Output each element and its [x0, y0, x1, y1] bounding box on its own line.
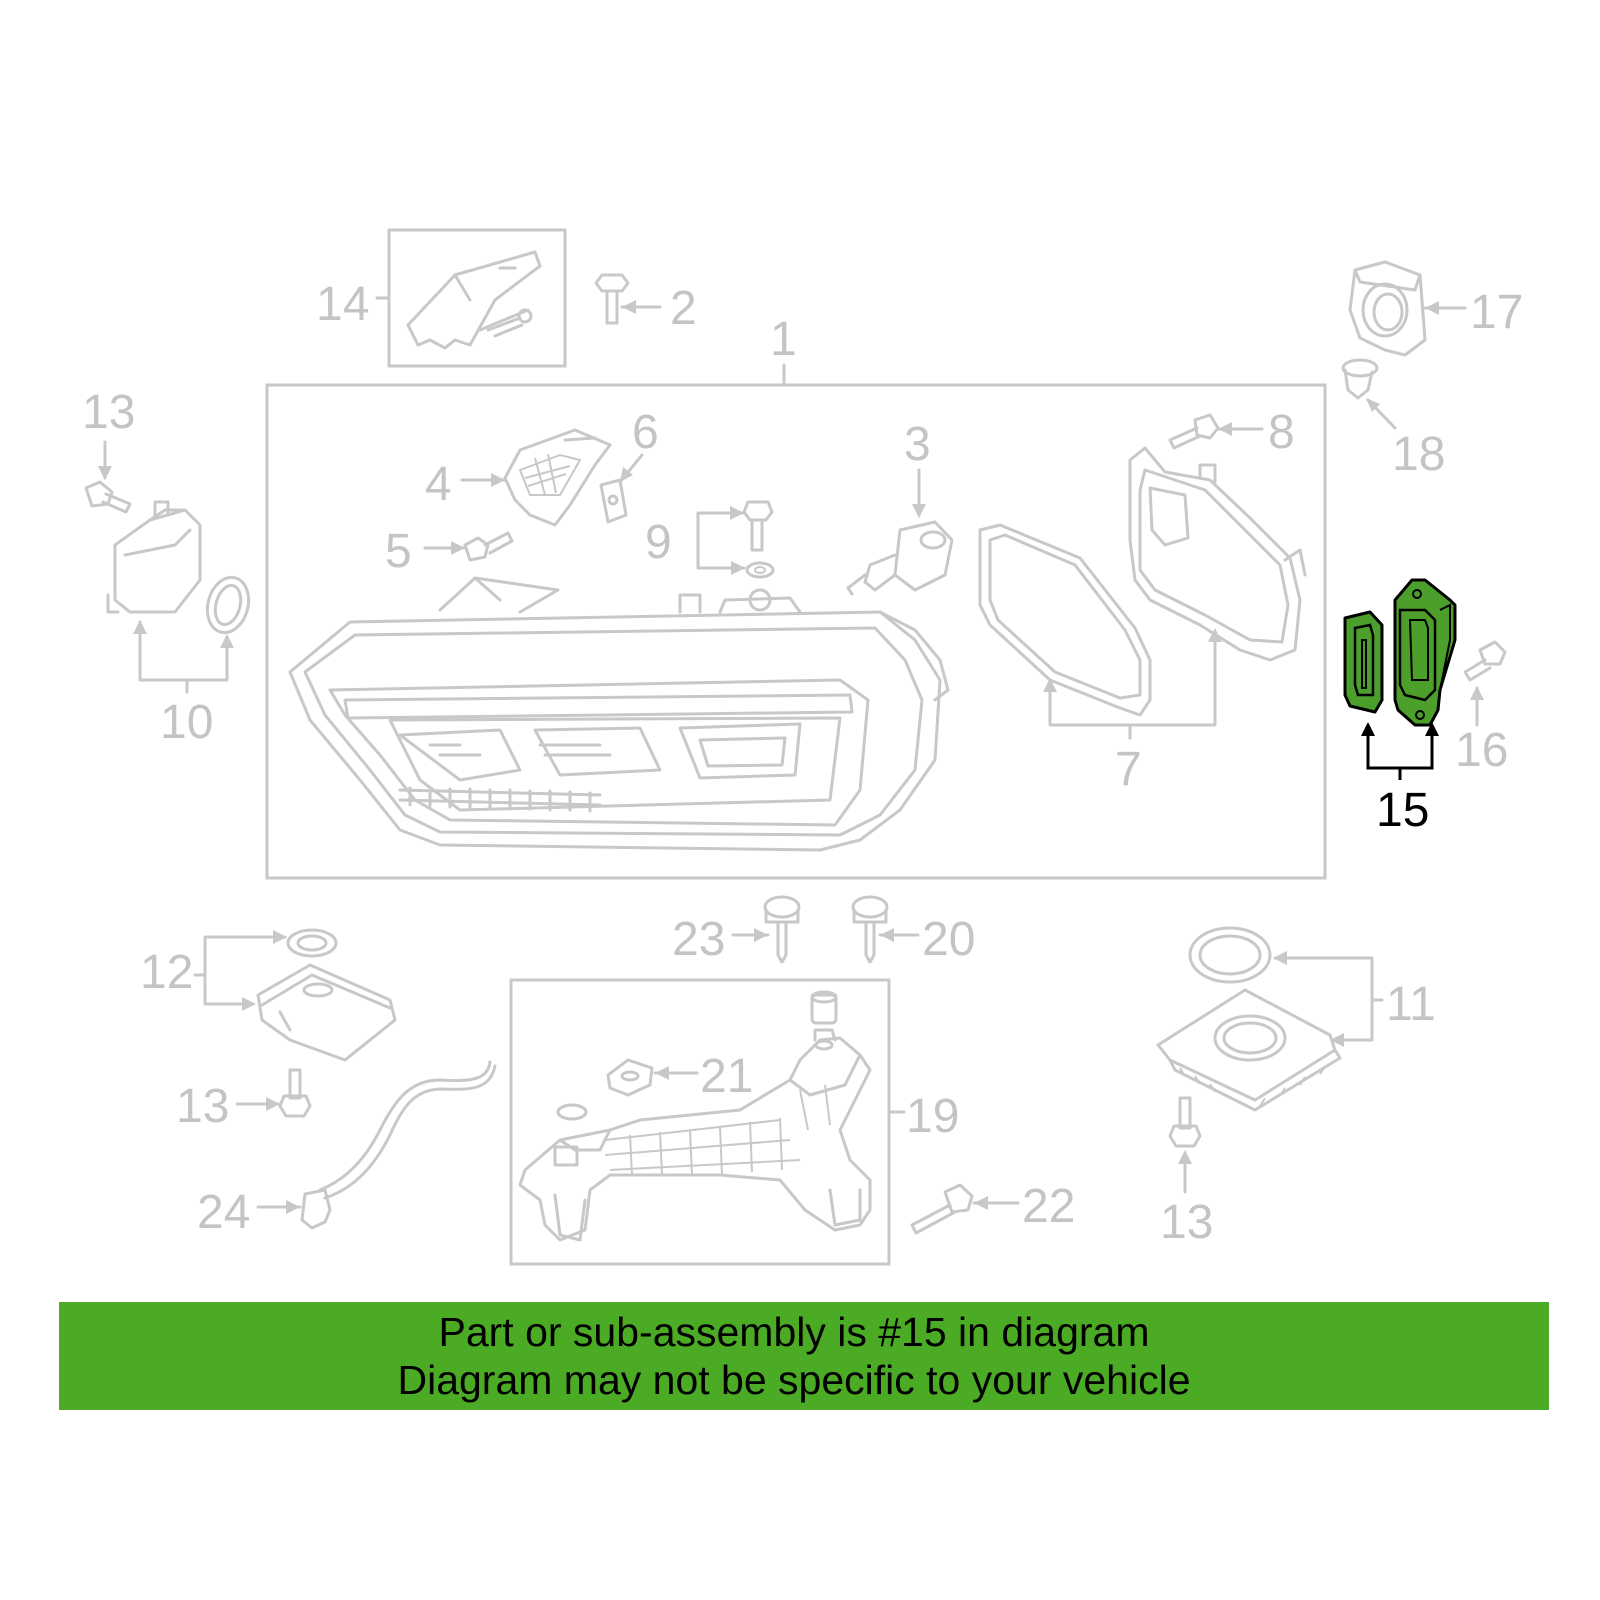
callout-13-top-left: 13 — [82, 386, 135, 439]
part-3-socket — [846, 468, 954, 596]
callout-24: 24 — [197, 1186, 250, 1239]
callout-20: 20 — [922, 913, 975, 966]
part-14-bracket-group — [375, 228, 567, 368]
callout-17: 17 — [1470, 286, 1523, 339]
part-22-screw — [910, 1183, 1020, 1235]
part-5-screw — [423, 531, 514, 562]
callout-2: 2 — [670, 282, 697, 335]
part-19-box — [509, 978, 891, 1266]
callout-9: 9 — [645, 516, 672, 569]
callout-12: 12 — [140, 946, 193, 999]
part-13-screw-top-left — [84, 440, 132, 514]
callout-15: 15 — [1376, 784, 1429, 837]
part-4-bracket — [460, 428, 612, 527]
callout-8: 8 — [1268, 406, 1295, 459]
part-19-bracket — [518, 990, 906, 1242]
callout-3: 3 — [904, 418, 931, 471]
part-18-plug — [1341, 358, 1397, 430]
callout-13-lower-right: 13 — [1160, 1196, 1213, 1249]
part-16-screw — [1463, 640, 1507, 727]
part-7-gaskets — [978, 446, 1307, 740]
callout-10: 10 — [160, 696, 213, 749]
callout-5: 5 — [385, 525, 412, 578]
callout-11: 11 — [1386, 978, 1436, 1031]
callout-6: 6 — [632, 406, 659, 459]
banner-line-1: Part or sub-assembly is #15 in diagram — [438, 1309, 1150, 1355]
callout-13-lower-left: 13 — [176, 1080, 229, 1133]
part-21-nut — [606, 1058, 699, 1097]
callout-23: 23 — [672, 913, 725, 966]
callout-7: 7 — [1115, 743, 1142, 796]
part-15-highlighted — [1343, 578, 1457, 780]
part-8-screw — [1168, 413, 1264, 450]
info-banner: Part or sub-assembly is #15 in diagram D… — [59, 1302, 1549, 1410]
part-6-clip — [599, 453, 644, 524]
part-1-headlamp — [288, 576, 950, 852]
part-13-screw-lower-left — [235, 1068, 312, 1118]
part-12-module — [193, 928, 397, 1062]
callout-18: 18 — [1392, 428, 1445, 481]
part-10-module — [106, 500, 251, 694]
part-13-screw-lower-right — [1168, 1096, 1202, 1194]
callout-14: 14 — [316, 278, 369, 331]
banner-line-2: Diagram may not be specific to your vehi… — [397, 1357, 1191, 1403]
callout-19: 19 — [906, 1090, 959, 1143]
part-17-bushing — [1348, 260, 1467, 357]
part-24-sensor — [256, 1060, 497, 1230]
part-9-screw-washer — [696, 500, 775, 579]
part-20-screw — [851, 895, 920, 964]
callout-1: 1 — [770, 313, 797, 366]
callout-4: 4 — [425, 458, 452, 511]
callout-16: 16 — [1455, 724, 1508, 777]
part-1-box — [265, 383, 1327, 880]
part-23-screw — [731, 895, 801, 964]
part-11-module — [1156, 926, 1384, 1112]
callout-21: 21 — [700, 1050, 753, 1103]
part-2-screw — [594, 273, 662, 325]
callout-22: 22 — [1022, 1180, 1075, 1233]
